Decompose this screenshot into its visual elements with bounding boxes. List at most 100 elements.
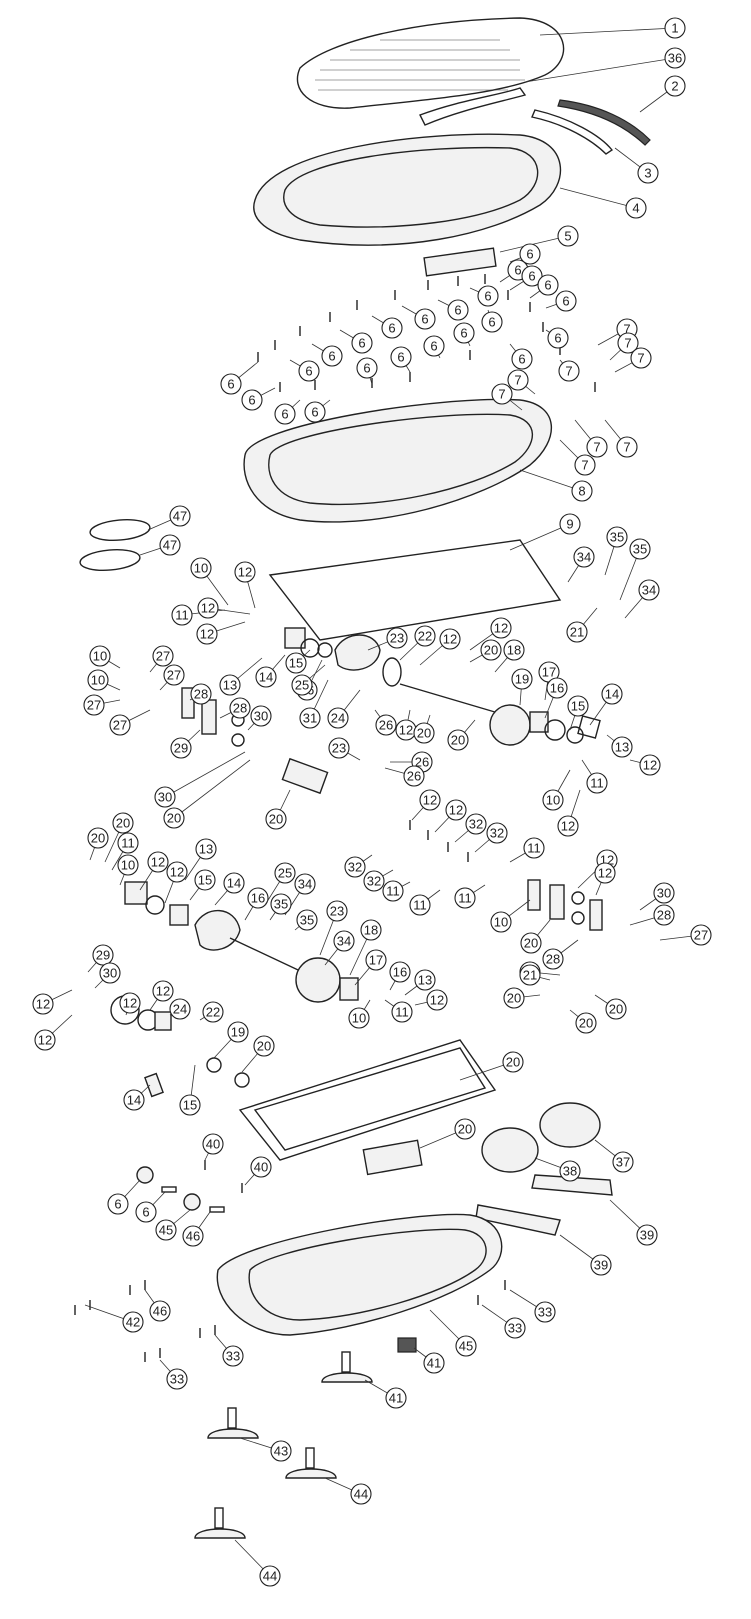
callout-number: 32 bbox=[348, 860, 362, 875]
callout-number: 42 bbox=[126, 1315, 140, 1330]
callout-20: 20 bbox=[569, 1009, 597, 1034]
callout-number: 12 bbox=[430, 993, 444, 1008]
callout-38: 38 bbox=[534, 1157, 581, 1182]
callout-balloon bbox=[664, 47, 686, 69]
callout-12: 12 bbox=[395, 709, 417, 741]
callout-number: 34 bbox=[298, 877, 312, 892]
bracket-28-right-b bbox=[589, 899, 603, 931]
callout-number: 20 bbox=[116, 816, 130, 831]
trim-piece-2 bbox=[557, 99, 651, 146]
callout-number: 4 bbox=[632, 201, 639, 216]
callout-20: 20 bbox=[413, 714, 435, 744]
callout-balloon bbox=[519, 243, 541, 265]
callout-7: 7 bbox=[491, 383, 523, 411]
callout-balloon bbox=[423, 1352, 445, 1374]
callout-balloon bbox=[617, 332, 639, 354]
callout-number: 7 bbox=[593, 440, 600, 455]
callout-number: 30 bbox=[657, 886, 671, 901]
callout-25: 25 bbox=[264, 862, 296, 906]
callout-balloon bbox=[447, 299, 469, 321]
callout-number: 45 bbox=[459, 1339, 473, 1354]
top-mat bbox=[296, 17, 565, 109]
callout-balloon bbox=[403, 765, 425, 787]
callout-balloon bbox=[426, 989, 448, 1011]
callout-balloon bbox=[566, 621, 588, 643]
callout-balloon bbox=[365, 949, 387, 971]
callout-number: 21 bbox=[523, 968, 537, 983]
callout-balloon bbox=[439, 628, 461, 650]
callout-number: 7 bbox=[514, 373, 521, 388]
leader-line bbox=[173, 759, 251, 819]
callout-balloon bbox=[629, 538, 651, 560]
callout-number: 12 bbox=[238, 565, 252, 580]
callout-20: 20 bbox=[503, 987, 541, 1009]
callout-12: 12 bbox=[139, 851, 169, 891]
callout-13: 13 bbox=[219, 657, 263, 696]
parts-layer bbox=[74, 17, 651, 1539]
callout-6: 6 bbox=[135, 1191, 166, 1223]
callout-number: 16 bbox=[251, 891, 265, 906]
top-cover-inner bbox=[283, 146, 539, 228]
callout-7: 7 bbox=[614, 347, 652, 373]
callout-number: 6 bbox=[311, 405, 318, 420]
callout-balloon bbox=[135, 1201, 157, 1223]
callout-balloon bbox=[117, 832, 139, 854]
callout-balloon bbox=[630, 347, 652, 369]
callout-balloon bbox=[154, 786, 176, 808]
main-frame-inner bbox=[268, 413, 534, 506]
callout-12: 12 bbox=[557, 789, 581, 837]
callout-19: 19 bbox=[213, 1021, 249, 1059]
callout-balloon bbox=[274, 403, 296, 425]
callout-9: 9 bbox=[509, 513, 581, 551]
callout-balloon bbox=[606, 526, 628, 548]
callout-balloon bbox=[534, 1301, 556, 1323]
callout-20: 20 bbox=[447, 719, 476, 751]
callout-balloon bbox=[348, 1007, 370, 1029]
callout-number: 20 bbox=[507, 991, 521, 1006]
callout-24: 24 bbox=[327, 689, 361, 729]
callout-7: 7 bbox=[507, 369, 536, 395]
callout-balloon bbox=[274, 862, 296, 884]
steel-frame-inner bbox=[253, 1047, 487, 1151]
callout-13: 13 bbox=[184, 838, 217, 881]
callout-number: 11 bbox=[527, 841, 541, 856]
callout-number: 16 bbox=[393, 965, 407, 980]
callout-20: 20 bbox=[265, 789, 291, 830]
callout-balloon bbox=[612, 1151, 634, 1173]
callout-number: 39 bbox=[594, 1258, 608, 1273]
callout-32: 32 bbox=[363, 869, 394, 892]
callout-number: 28 bbox=[546, 952, 560, 967]
callout-balloon bbox=[391, 1001, 413, 1023]
callout-number: 23 bbox=[332, 741, 346, 756]
callout-balloon bbox=[454, 1118, 476, 1140]
callout-number: 20 bbox=[417, 726, 431, 741]
callout-6: 6 bbox=[545, 327, 569, 349]
callout-balloon bbox=[557, 815, 579, 837]
callout-balloon bbox=[202, 1001, 224, 1023]
callout-balloon bbox=[502, 1051, 524, 1073]
callout-number: 24 bbox=[173, 1002, 187, 1017]
callout-number: 6 bbox=[562, 294, 569, 309]
callout-2: 2 bbox=[639, 75, 686, 113]
callout-number: 28 bbox=[233, 701, 247, 716]
callout-31: 31 bbox=[299, 679, 329, 729]
callout-20: 20 bbox=[459, 1051, 524, 1081]
callout-balloon bbox=[87, 669, 109, 691]
axle-46-b bbox=[209, 1206, 225, 1213]
bracket-29-left bbox=[201, 699, 217, 735]
roller-45-a bbox=[136, 1166, 154, 1184]
callout-number: 29 bbox=[174, 741, 188, 756]
callout-balloon bbox=[573, 546, 595, 568]
callout-30: 30 bbox=[94, 962, 121, 989]
callout-balloon bbox=[190, 683, 212, 705]
callout-number: 12 bbox=[443, 632, 457, 647]
callout-number: 10 bbox=[121, 858, 135, 873]
callout-number: 6 bbox=[454, 303, 461, 318]
callout-46: 46 bbox=[182, 1211, 211, 1247]
callout-balloon bbox=[386, 627, 408, 649]
callout-balloon bbox=[119, 992, 141, 1014]
callout-16: 16 bbox=[389, 961, 411, 991]
roller-45-b bbox=[183, 1193, 201, 1211]
callout-11: 11 bbox=[111, 832, 139, 871]
callout-5: 5 bbox=[499, 225, 579, 253]
